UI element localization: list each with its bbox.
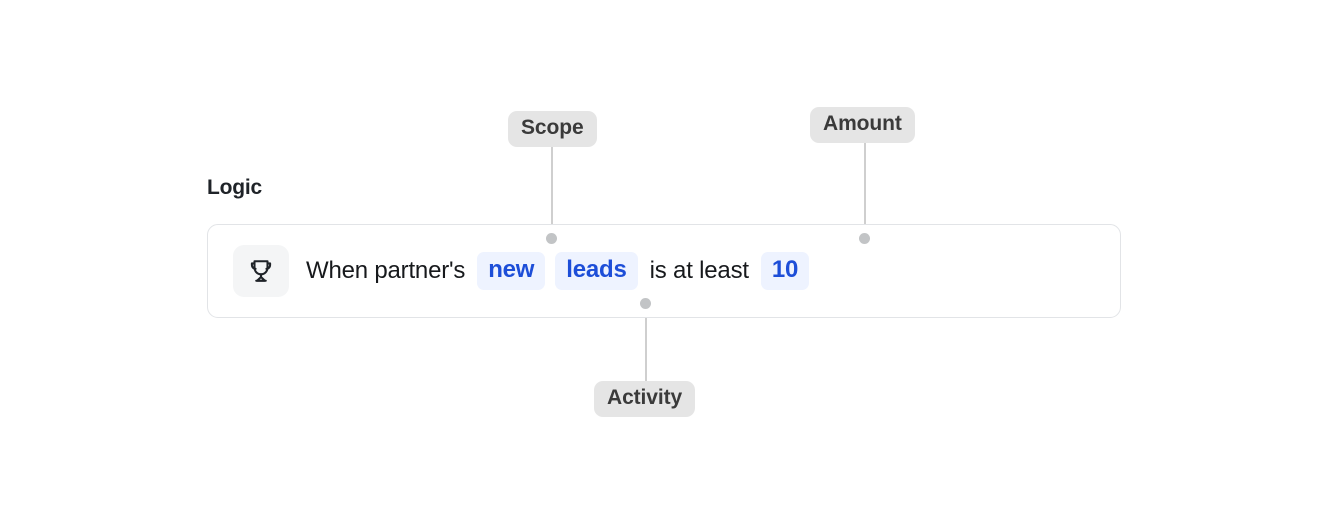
trophy-icon [233, 245, 289, 297]
callout-label-amount: Amount [810, 107, 915, 143]
callout-label-activity: Activity [594, 381, 696, 417]
leader-line-amount [864, 140, 866, 239]
amount-token[interactable]: 10 [760, 252, 810, 290]
callout-label-scope: Scope [508, 111, 597, 147]
leader-dot-amount [859, 233, 870, 244]
scope-token[interactable]: new [477, 252, 546, 290]
leader-dot-activity [640, 298, 651, 309]
leader-line-activity [645, 303, 647, 382]
leader-line-scope [551, 144, 553, 239]
activity-token[interactable]: leads [555, 252, 638, 290]
operator-text: is at least [649, 257, 749, 284]
page-title: Logic [207, 176, 262, 199]
rule-sentence: When partner's new leads is at least 10 [306, 252, 810, 290]
logic-rule-card[interactable]: When partner's new leads is at least 10 [207, 224, 1121, 318]
leader-dot-scope [546, 233, 557, 244]
rule-prefix-text: When partner's [306, 257, 466, 284]
